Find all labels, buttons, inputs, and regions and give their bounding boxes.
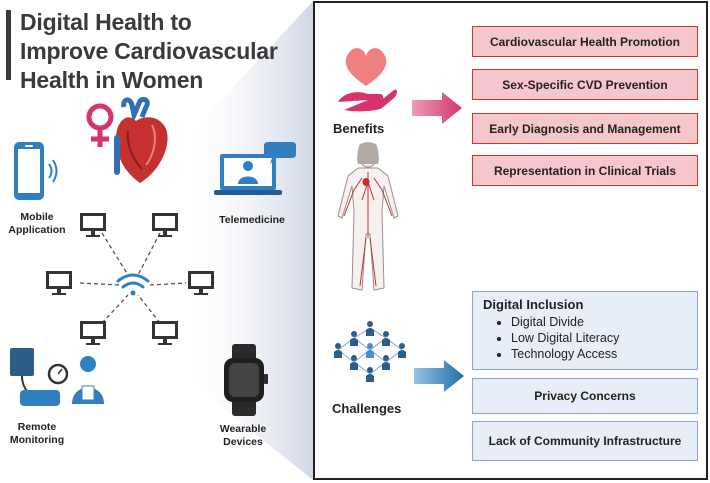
monitor-icon — [80, 321, 106, 345]
wifi-icon — [116, 273, 150, 296]
person-icon — [366, 321, 374, 336]
digital-inclusion-list: Digital Divide Low Digital Literacy Tech… — [483, 314, 697, 362]
list-item: Digital Divide — [511, 314, 697, 330]
person-icon — [382, 355, 390, 370]
person-icon — [366, 343, 374, 358]
community-infrastructure-box: Lack of Community Infrastructure — [472, 421, 698, 461]
benefit-item-1: Cardiovascular Health Promotion — [472, 26, 698, 57]
telemedicine-label: Telemedicine — [219, 214, 285, 226]
person-icon — [350, 331, 358, 346]
person-icon — [366, 367, 374, 382]
challenges-arrow-icon — [414, 360, 464, 392]
challenges-label: Challenges — [332, 401, 402, 416]
telemedicine-laptop-icon — [214, 142, 296, 195]
monitor-icon — [46, 271, 72, 295]
anatomical-heart-icon — [86, 96, 168, 183]
mobile-application-label: Mobile Application — [8, 211, 66, 236]
monitor-icon — [188, 271, 214, 295]
person-icon — [350, 355, 358, 370]
benefits-arrow-icon — [412, 92, 462, 124]
monitor-icon — [152, 321, 178, 345]
remote-monitoring-label: Remote Monitoring — [9, 421, 65, 446]
digital-inclusion-box: Digital Inclusion Digital Divide Low Dig… — [472, 291, 698, 370]
person-icon — [398, 343, 406, 358]
title-line-1: Digital Health to — [20, 9, 192, 35]
person-icon — [382, 331, 390, 346]
mobile-phone-icon — [14, 142, 58, 200]
title-accent-bar — [6, 10, 11, 80]
remote-monitoring-icon — [10, 348, 104, 406]
female-symbol-icon — [86, 103, 114, 147]
network-diagram — [46, 213, 214, 345]
smartwatch-icon — [224, 344, 268, 416]
wearable-devices-label: Wearable Devices — [219, 423, 267, 448]
heart-in-hand-icon — [338, 48, 397, 112]
benefit-item-4: Representation in Clinical Trials — [472, 155, 698, 186]
page-title: Digital Health to Improve Cardiovascular… — [20, 8, 310, 95]
monitor-icon — [152, 213, 178, 237]
people-network-icon — [334, 321, 406, 382]
title-line-2: Improve Cardiovascular — [20, 38, 278, 64]
benefit-item-2: Sex-Specific CVD Prevention — [472, 69, 698, 100]
person-icon — [334, 343, 342, 358]
monitor-icon — [80, 213, 106, 237]
benefit-item-3: Early Diagnosis and Management — [472, 113, 698, 144]
digital-inclusion-title: Digital Inclusion — [483, 297, 584, 312]
benefits-label: Benefits — [333, 121, 385, 136]
heart-icon — [362, 178, 370, 186]
human-circulatory-figure — [337, 142, 399, 291]
list-item: Low Digital Literacy — [511, 330, 697, 346]
privacy-concerns-box: Privacy Concerns — [472, 378, 698, 414]
list-item: Technology Access — [511, 346, 697, 362]
title-line-3: Health in Women — [20, 67, 204, 93]
